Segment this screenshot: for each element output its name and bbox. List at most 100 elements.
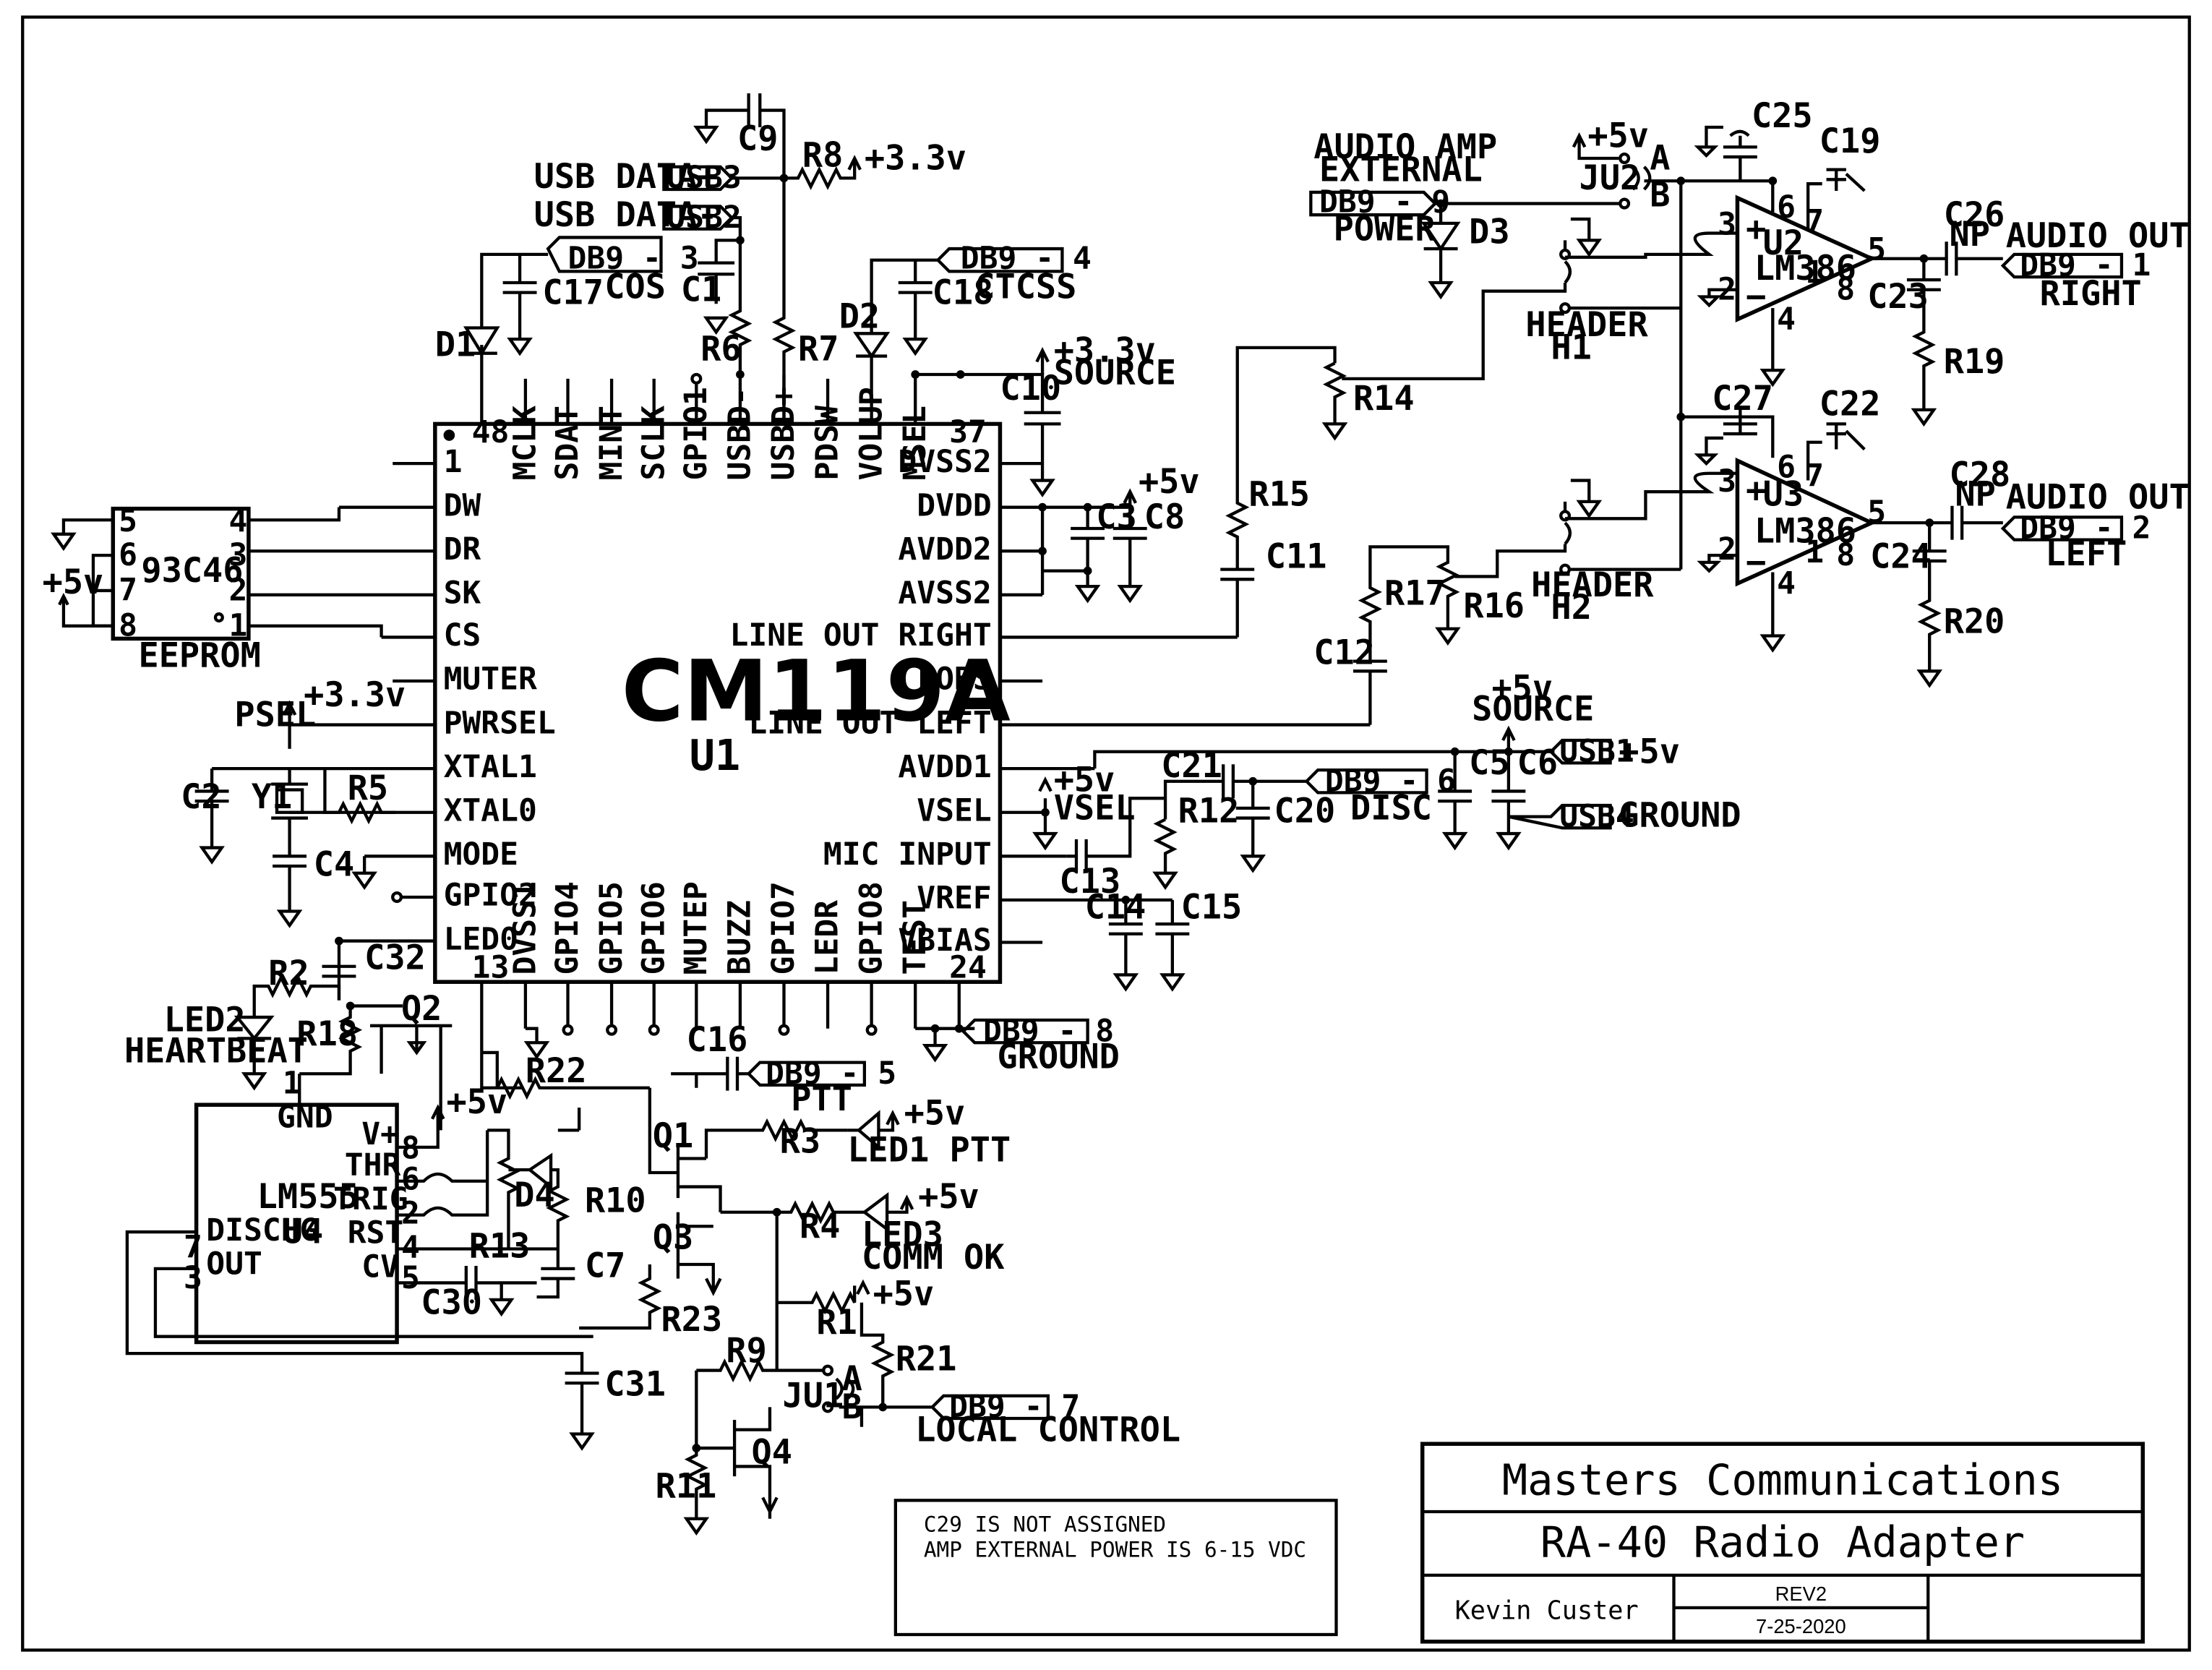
u2-pin8: 8 bbox=[1836, 271, 1855, 307]
title-company: Masters Communications bbox=[1502, 1456, 2063, 1505]
ref-c27: C27 bbox=[1712, 379, 1773, 419]
ref-c9: C9 bbox=[737, 119, 778, 158]
pin-gpio8: GPIO8 bbox=[853, 881, 889, 975]
crystal-section: +3.3v PSEL C2 Y1 C4 R5 bbox=[181, 675, 406, 928]
label-right: RIGHT bbox=[2040, 274, 2142, 314]
eeprom-label: EEPROM bbox=[138, 635, 260, 675]
pin-mode: MODE bbox=[444, 836, 518, 873]
u3-pin8: 8 bbox=[1836, 537, 1855, 573]
title-project: RA-40 Radio Adapter bbox=[1540, 1518, 2025, 1567]
timer-pin-num-2: 2 bbox=[401, 1195, 420, 1231]
ref-c4: C4 bbox=[314, 845, 354, 885]
pin-gpio4: GPIO4 bbox=[549, 881, 586, 975]
u2-pin5: 5 bbox=[1867, 232, 1886, 268]
ref-c12: C12 bbox=[1313, 633, 1375, 673]
eeprom-pin-6: 6 bbox=[119, 537, 137, 573]
ptt-section: R22 Q1 R3 LED1 PTT +5v C16 DB9 - 5 PTT R… bbox=[480, 1020, 1180, 1536]
sheet-border bbox=[21, 15, 2191, 1652]
pin-num-48: 48 bbox=[472, 414, 510, 450]
ref-r9: R9 bbox=[726, 1331, 766, 1371]
pin-gpio1: GPIO1 bbox=[678, 387, 714, 480]
pin-sk: SK bbox=[444, 575, 481, 612]
ref-r13: R13 bbox=[469, 1226, 531, 1266]
svg-text:+: + bbox=[1746, 471, 1766, 510]
eeprom-5v-label: +5v bbox=[43, 562, 104, 602]
ref-c1: C1 bbox=[681, 270, 721, 309]
label-audio-out-right: AUDIO OUT bbox=[2006, 216, 2190, 256]
svg-text:−: − bbox=[1746, 277, 1766, 317]
u3-pin2: 2 bbox=[1718, 531, 1736, 568]
label-ctcss: CTCSS bbox=[974, 267, 1076, 307]
conn-usb1: USB1 bbox=[1559, 733, 1634, 769]
pin-xtal1: XTAL1 bbox=[444, 749, 537, 785]
pin-vref: VREF bbox=[917, 881, 991, 917]
conn-db9-9: DB9 - 9 bbox=[1319, 184, 1450, 220]
ref-d3: D3 bbox=[1469, 212, 1509, 252]
conn-db9-2: DB9 - 2 bbox=[2020, 510, 2151, 547]
pin-gpio5: GPIO5 bbox=[593, 881, 630, 975]
ref-c24: C24 bbox=[1870, 537, 1932, 577]
decoupling: +5v C3 C8 C11 R15 R14 C12 R17 R16 +5v SO… bbox=[523, 346, 1741, 1076]
u2-ref: U2 bbox=[1763, 223, 1804, 263]
timer-ref: U4 bbox=[283, 1212, 323, 1252]
pin-led0: LED0 bbox=[444, 921, 518, 957]
label-psel-3v3: +3.3v bbox=[304, 675, 406, 715]
pin-mic-input: MIC INPUT bbox=[823, 836, 992, 873]
ref-c32: C32 bbox=[364, 938, 426, 978]
u3-pin4: 4 bbox=[1777, 565, 1796, 601]
label-led3: LED3 bbox=[862, 1215, 943, 1255]
label-power: POWER bbox=[1334, 209, 1436, 249]
eeprom-pin-2: 2 bbox=[229, 573, 248, 609]
timer-pin-cv: CV bbox=[361, 1249, 399, 1285]
ref-c15: C15 bbox=[1181, 887, 1243, 927]
ref-c21: C21 bbox=[1161, 746, 1222, 786]
ref-y1: Y1 bbox=[252, 777, 292, 817]
label-disc: DISC bbox=[1350, 789, 1432, 828]
label-r8-3v3: +3.3v bbox=[865, 139, 966, 179]
pin-sclk: SCLK bbox=[635, 406, 672, 481]
label-audio-amp: AUDIO AMP bbox=[1313, 127, 1497, 167]
conn-db9-7: DB9 - 7 bbox=[949, 1389, 1080, 1425]
timer-pin-num-1: 1 bbox=[283, 1066, 301, 1102]
label-usb4-ground: GROUND bbox=[1619, 795, 1741, 835]
eeprom-93c46: 93C46 EEPROM 5 6 7 8 4 3 2 1 +5v bbox=[43, 503, 383, 675]
label-dvdd-5v: +5v bbox=[1139, 462, 1200, 502]
ref-c14: C14 bbox=[1085, 887, 1146, 927]
pin-cs: CS bbox=[444, 617, 481, 654]
timer-pin-num-3: 3 bbox=[184, 1260, 202, 1296]
ref-r20: R20 bbox=[1944, 602, 2005, 642]
conn-db9-1: DB9 - 1 bbox=[2020, 247, 2151, 283]
left-pins: 1 DW DR SK CS MUTER PWRSEL XTAL1 XTAL0 M… bbox=[212, 444, 556, 957]
pin-ledr: LEDR bbox=[810, 900, 846, 975]
ref-r3: R3 bbox=[780, 1122, 820, 1162]
pin-volup: VOLUP bbox=[853, 387, 889, 480]
label-usb1-5v: +5v bbox=[1619, 732, 1680, 771]
ref-c19: C19 bbox=[1819, 121, 1881, 161]
ref-r12: R12 bbox=[1178, 791, 1240, 831]
conn-usb2: USB2 bbox=[666, 200, 741, 236]
label-vsel: VSEL bbox=[1054, 789, 1136, 828]
label-header-h1: HEADER bbox=[1525, 305, 1648, 345]
ref-c16: C16 bbox=[687, 1020, 748, 1060]
label-ju2: JU2 bbox=[1579, 158, 1641, 198]
pin-gpio6: GPIO6 bbox=[635, 881, 672, 975]
pin-pwrsel: PWRSEL bbox=[444, 705, 556, 741]
title-rev: REV2 bbox=[1775, 1583, 1827, 1605]
pin-vbias: VBIAS bbox=[898, 922, 991, 959]
eeprom-pin-1: 1 bbox=[229, 607, 248, 643]
ref-r7: R7 bbox=[798, 329, 839, 369]
ic-name: CM119A bbox=[622, 642, 1011, 741]
eeprom-pin-5: 5 bbox=[119, 503, 137, 539]
pin-line-out-left: LINE OUT LEFT bbox=[748, 705, 991, 741]
ref-r6: R6 bbox=[700, 329, 741, 369]
pin-dvss2: DVSS2 bbox=[898, 444, 991, 480]
ref-c20: C20 bbox=[1274, 791, 1336, 831]
pin-lobs: LOBS bbox=[917, 661, 991, 698]
pin-num-24: 24 bbox=[949, 949, 987, 985]
ref-q2: Q2 bbox=[401, 989, 442, 1029]
ref-c5: C5 bbox=[1469, 743, 1509, 783]
ref-r17: R17 bbox=[1384, 573, 1446, 613]
u3-pin3: 3 bbox=[1718, 463, 1736, 500]
ref-c22: C22 bbox=[1819, 385, 1881, 424]
label-h2: H2 bbox=[1551, 588, 1592, 628]
